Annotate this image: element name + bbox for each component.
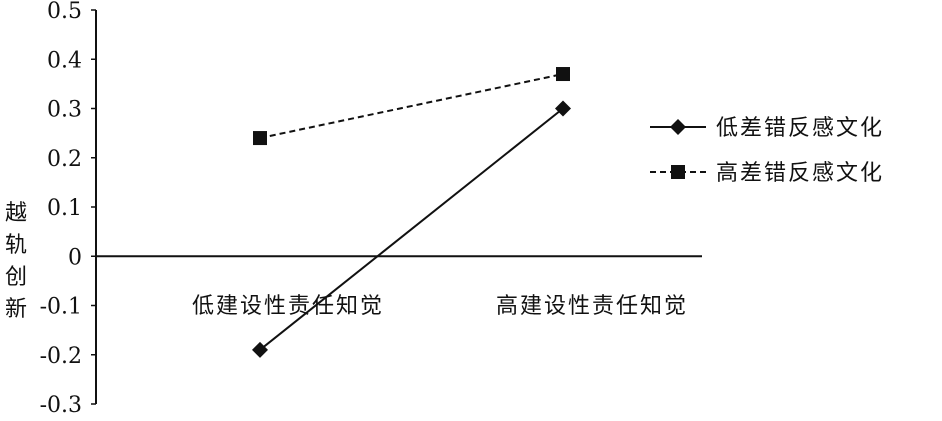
data-point-diamond xyxy=(555,100,571,117)
y-tick-label: 0 xyxy=(68,245,82,270)
category-label: 高建设性责任知觉 xyxy=(496,294,688,319)
series-2 xyxy=(253,67,570,146)
legend-item-1: 低差错反感文化 xyxy=(650,116,884,141)
legend-item-2: 高差错反感文化 xyxy=(650,161,884,186)
series-group xyxy=(252,67,571,358)
series-line xyxy=(259,73,564,140)
y-axis-title-char: 新 xyxy=(5,297,27,322)
y-tick-label: 0.4 xyxy=(47,48,82,73)
category-labels: 低建设性责任知觉 高建设性责任知觉 xyxy=(192,294,688,319)
data-point-square xyxy=(556,67,570,82)
series-1 xyxy=(252,100,571,358)
y-tick-label: -0.2 xyxy=(40,344,82,369)
y-axis-title-char: 越 xyxy=(5,201,27,226)
category-label: 低建设性责任知觉 xyxy=(192,294,384,319)
y-axis-title-char: 创 xyxy=(5,265,27,290)
data-point-square xyxy=(253,131,267,146)
y-tick-label: 0.2 xyxy=(47,147,82,172)
legend-marker-square xyxy=(671,165,685,179)
y-axis: 0.5 0.4 0.3 0.2 0.1 0 -0.1 -0.2 -0.3 xyxy=(40,0,97,418)
series-line xyxy=(259,107,564,351)
legend-marker-diamond xyxy=(670,119,686,135)
data-point-diamond xyxy=(252,341,268,358)
legend-label: 高差错反感文化 xyxy=(716,161,884,186)
y-tick-label: -0.1 xyxy=(40,295,82,320)
y-tick-label: 0.5 xyxy=(47,0,82,24)
y-tick-label: -0.3 xyxy=(40,393,82,416)
legend-label: 低差错反感文化 xyxy=(716,116,884,141)
y-axis-title-char: 轨 xyxy=(5,233,27,258)
y-tick-label: 0.3 xyxy=(47,98,82,123)
y-tick-label: 0.1 xyxy=(47,196,82,221)
